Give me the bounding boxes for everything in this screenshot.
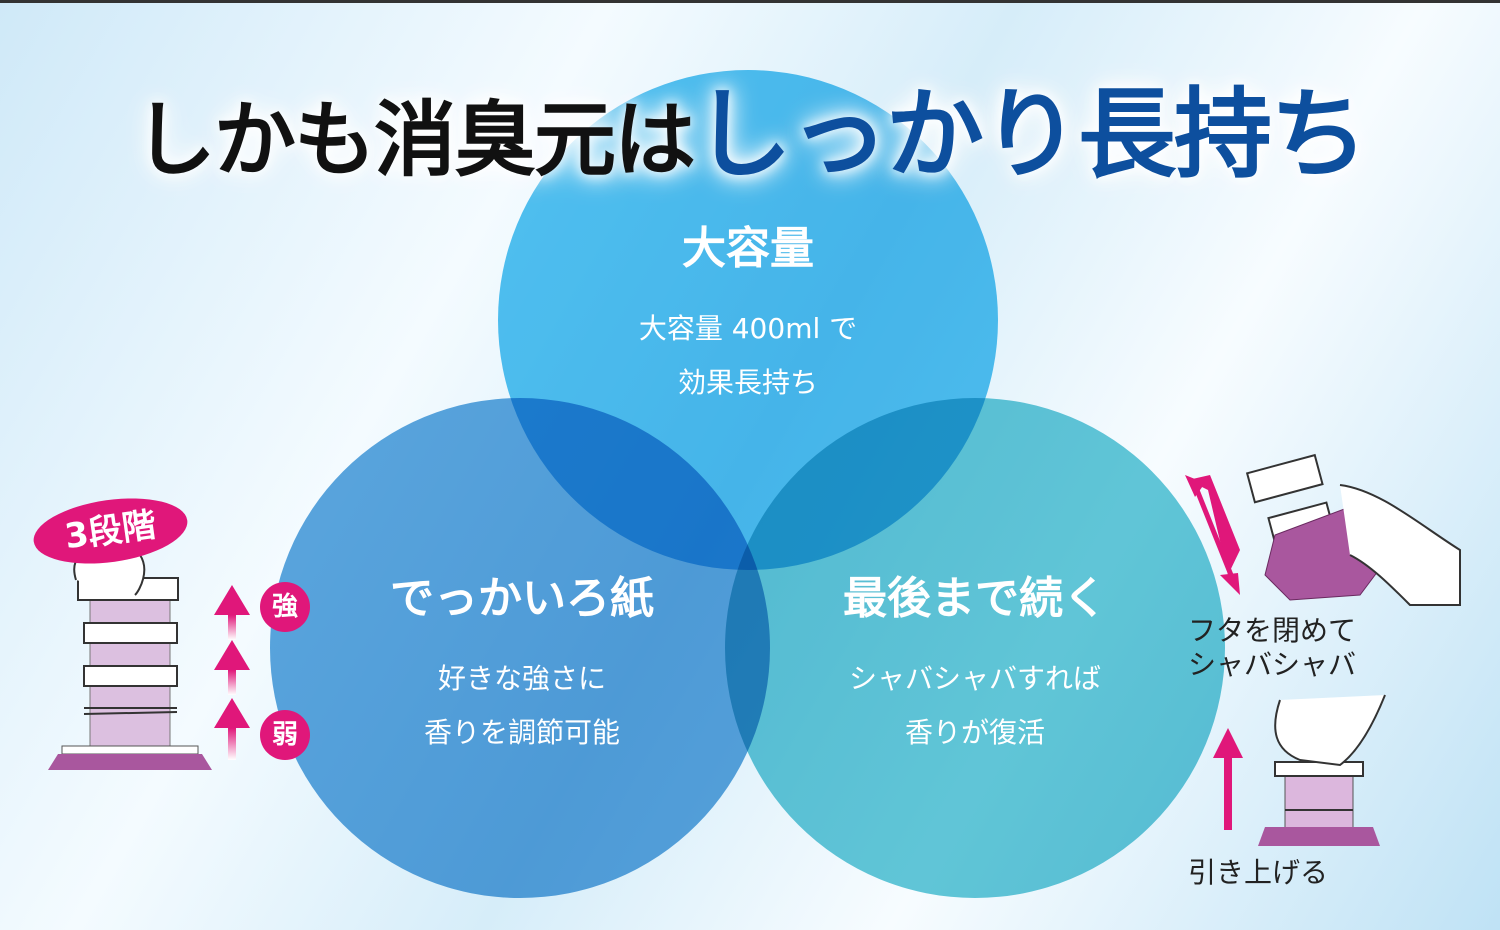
capacity-line: 効果長持ち	[677, 366, 818, 399]
weak-badge: 弱	[260, 710, 310, 760]
title-part1: しかも消臭元は	[133, 93, 696, 188]
filter-line: 好きな強さに	[437, 662, 606, 695]
page-title: しかも消臭元はしっかり長持ち	[0, 55, 1500, 197]
arrows-up-icon	[214, 585, 250, 760]
circle-filter-paper	[270, 398, 770, 898]
lasting-heading: 最後まで続く	[843, 573, 1107, 624]
capacity-heading: 大容量	[682, 223, 814, 274]
strong-badge: 強	[260, 582, 310, 632]
capacity-text: 大容量 大容量 400ml で 効果長持ち	[498, 212, 998, 410]
shake-illustration	[1185, 453, 1461, 606]
lasting-line: 香りが復活	[904, 716, 1045, 749]
circle-lasting	[725, 398, 1225, 898]
capacity-line: 大容量 400ml で	[638, 312, 858, 345]
lasting-text: 最後まで続く シャバシャバすれば 香りが復活	[725, 562, 1225, 760]
shake-label: フタを閉めてシャバシャバ	[1188, 614, 1356, 682]
shake-label-line: フタを閉めて	[1188, 614, 1357, 647]
filter-heading: でっかいろ紙	[390, 573, 654, 624]
top-border	[0, 0, 1500, 3]
product-stages-illustration	[48, 552, 212, 770]
filter-text: でっかいろ紙 好きな強さに 香りを調節可能	[272, 562, 772, 760]
pull-up-illustration	[1213, 694, 1386, 846]
shake-label-line: シャバシャバ	[1188, 648, 1357, 681]
title-part2: しっかり長持ち	[694, 78, 1368, 192]
lasting-line: シャバシャバすれば	[848, 662, 1101, 695]
pull-label: 引き上げる	[1188, 856, 1329, 889]
filter-line: 香りを調節可能	[423, 716, 620, 749]
